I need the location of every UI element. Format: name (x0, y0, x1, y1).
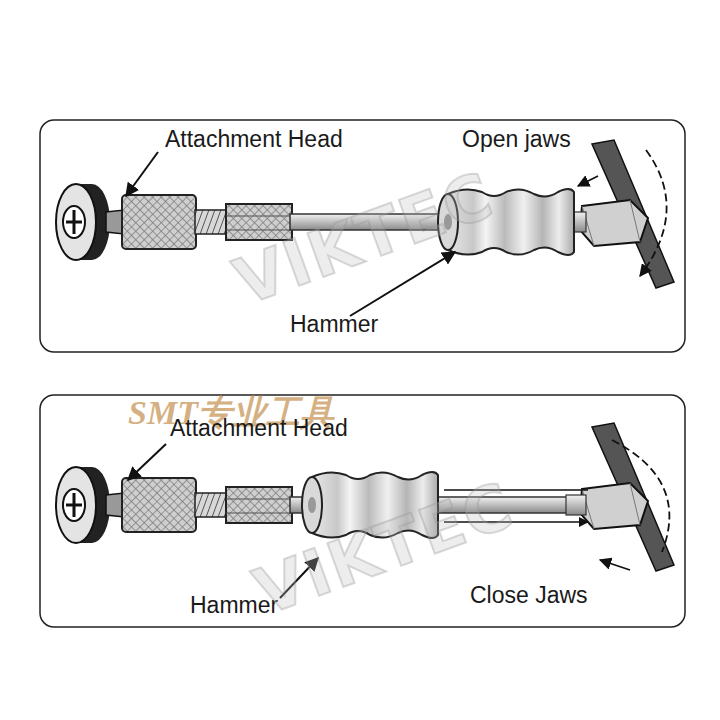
part-label: Attachment Head (170, 416, 348, 441)
leader-arrow (128, 444, 166, 480)
part-label: Hammer (290, 312, 378, 337)
rotation-arrow (640, 150, 667, 276)
rotation-arrow (578, 176, 598, 186)
leader-arrow (126, 152, 158, 196)
action-label: Close Jaws (470, 583, 588, 608)
action-label: Open jaws (462, 127, 571, 152)
rotation-arrow (612, 440, 669, 552)
rotation-arrow (600, 560, 630, 570)
panel-frame (40, 120, 685, 352)
part-label: Attachment Head (165, 127, 343, 152)
